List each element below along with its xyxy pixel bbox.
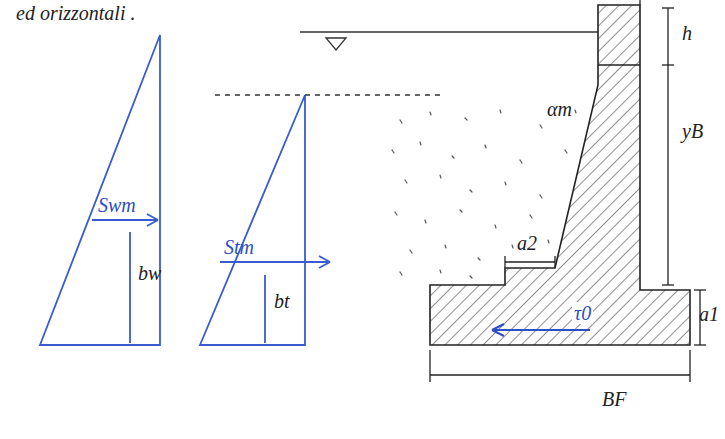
soil-marks <box>392 110 576 278</box>
soil-pressure-diagram <box>200 95 330 345</box>
lever-arm-label: bt <box>272 290 292 312</box>
shear-arrow <box>492 329 590 331</box>
dimension-label: BF <box>600 388 628 410</box>
dimension-label: a2 <box>515 232 539 254</box>
dimension-label: yB <box>680 120 705 142</box>
shear-arrow-head <box>492 324 504 336</box>
angle-label: αm <box>545 98 574 120</box>
dimension-lines <box>430 8 706 382</box>
force-label: Stm <box>222 236 256 258</box>
dimension-label: h <box>680 22 694 44</box>
dimension-label: a1 <box>697 303 721 325</box>
water-level-symbol <box>326 38 346 50</box>
wall-face-line <box>639 0 640 5</box>
force-label: τ0 <box>572 302 593 324</box>
water-level-line <box>300 31 598 32</box>
note-text: ed orizzontali . <box>14 2 137 24</box>
stem-top-line <box>598 64 640 65</box>
water-pressure-diagram <box>40 35 160 345</box>
force-label: Swm <box>96 194 138 216</box>
top-of-fill-line <box>215 94 445 95</box>
wall-section <box>430 5 690 345</box>
lever-arm-label: bw <box>136 262 163 284</box>
